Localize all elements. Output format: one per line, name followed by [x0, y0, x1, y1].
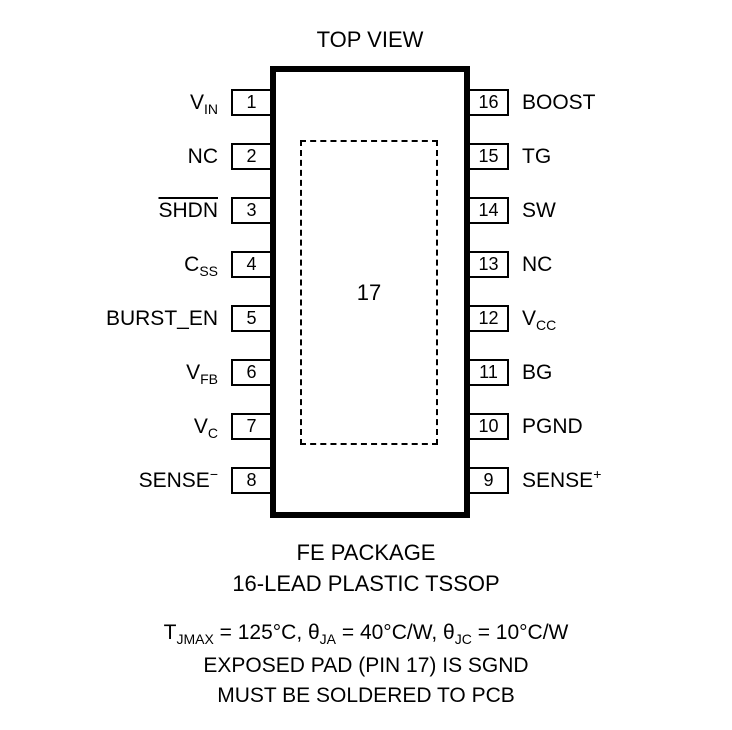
package-name: FE PACKAGE [296, 540, 436, 565]
pin-row-16: 16 BOOST [468, 88, 732, 116]
pin-number-box-11: 11 [468, 358, 509, 386]
pin-row-9: 9 SENSE+ [468, 466, 732, 494]
pin-row-3: SHDN 3 [0, 196, 272, 224]
pin-number-box-8: 8 [231, 466, 272, 494]
pin-row-2: NC 2 [0, 142, 272, 170]
pin-row-8: SENSE− 8 [0, 466, 272, 494]
pin-number-box-4: 4 [231, 250, 272, 278]
pin-label-sense-plus: SENSE+ [522, 465, 602, 492]
thermal-note: TJMAX = 125°C, θJA = 40°C/W, θJC = 10°C/… [163, 621, 569, 648]
exposed-pad-number: 17 [356, 279, 382, 305]
pin-label-css: CSS [184, 252, 218, 279]
pin-number-box-7: 7 [231, 412, 272, 440]
pin-number-box-13: 13 [468, 250, 509, 278]
pin-row-14: 14 SW [468, 196, 732, 224]
top-view-title: TOP VIEW [316, 27, 424, 52]
pin-number-box-16: 16 [468, 88, 509, 116]
pin-label-boost: BOOST [522, 90, 596, 114]
pin-label-tg: TG [522, 144, 552, 168]
pin-label-sense-minus: SENSE− [138, 465, 218, 492]
pin-row-13: 13 NC [468, 250, 732, 278]
pin-number-box-15: 15 [468, 142, 509, 170]
pin-number-box-2: 2 [231, 142, 272, 170]
pin-label-nc-13: NC [522, 252, 553, 276]
pin-row-12: 12 VCC [468, 304, 732, 332]
pin-row-15: 15 TG [468, 142, 732, 170]
pin-number-box-6: 6 [231, 358, 272, 386]
pin-label-pgnd: PGND [522, 414, 583, 438]
pin-label-vin: VIN [189, 90, 218, 117]
pin-label-vc: VC [193, 414, 218, 441]
package-description: 16-LEAD PLASTIC TSSOP [232, 571, 500, 596]
pin-row-10: 10 PGND [468, 412, 732, 440]
pin-number-box-1: 1 [231, 88, 272, 116]
pin-number-box-5: 5 [231, 304, 272, 332]
exposed-pad: 17 [300, 140, 438, 445]
pin-label-sw: SW [522, 198, 556, 222]
pin-label-shdn: SHDN [158, 198, 218, 222]
pin-number-box-12: 12 [468, 304, 509, 332]
pin-label-bg: BG [522, 360, 553, 384]
pin-row-11: 11 BG [468, 358, 732, 386]
pin-number-box-10: 10 [468, 412, 509, 440]
pin-row-5: BURST_EN 5 [0, 304, 272, 332]
pin-number-box-3: 3 [231, 196, 272, 224]
pin-row-6: VFB 6 [0, 358, 272, 386]
solder-note: MUST BE SOLDERED TO PCB [217, 684, 515, 707]
pin-row-1: VIN 1 [0, 88, 272, 116]
pin-label-nc-2: NC [187, 144, 218, 168]
exposed-pad-note: EXPOSED PAD (PIN 17) IS SGND [203, 654, 529, 677]
pin-number-box-14: 14 [468, 196, 509, 224]
pin-label-vcc: VCC [522, 306, 557, 333]
pin-row-4: CSS 4 [0, 250, 272, 278]
pin-number-box-9: 9 [468, 466, 509, 494]
pin-label-vfb: VFB [186, 360, 218, 387]
pin-row-7: VC 7 [0, 412, 272, 440]
pin-label-burst-en: BURST_EN [105, 306, 218, 330]
